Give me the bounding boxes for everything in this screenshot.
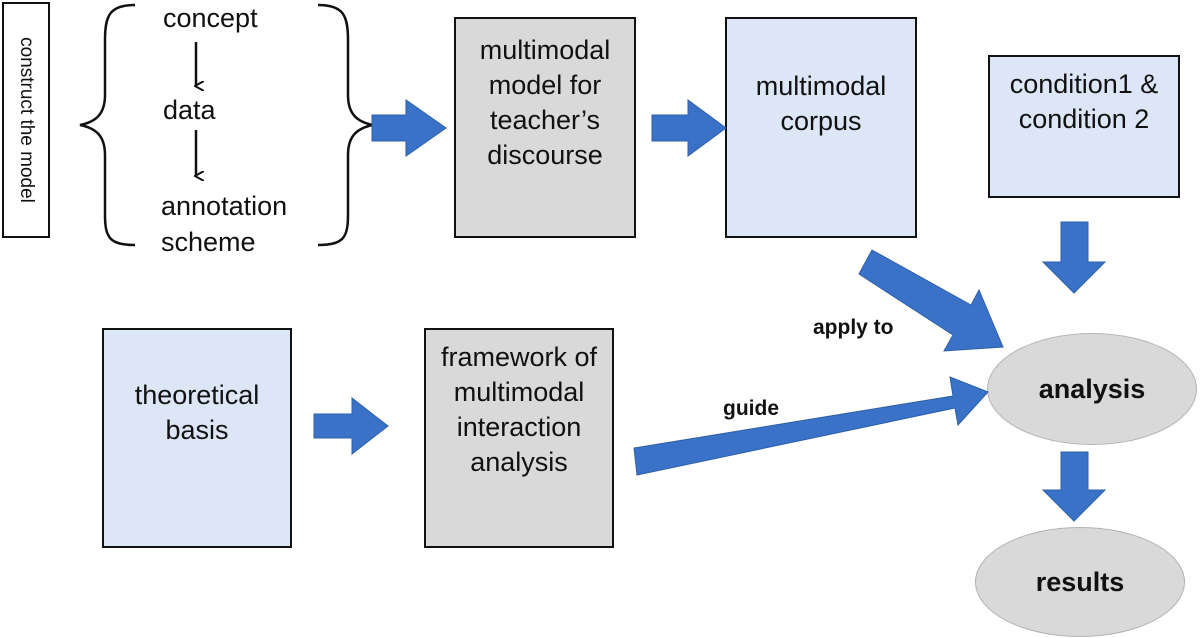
analysis-ellipse: analysis xyxy=(987,333,1197,445)
multimodal-corpus-text: multimodal corpus xyxy=(755,71,887,136)
apply-to-label: apply to xyxy=(813,316,894,339)
arrow-corpus-to-analysis xyxy=(858,249,1004,352)
guide-label: guide xyxy=(723,397,779,420)
analysis-text: analysis xyxy=(1038,373,1146,404)
step-annotation-scheme: annotation scheme xyxy=(161,191,288,257)
results-ellipse: results xyxy=(975,527,1185,637)
framework-box: framework of multimodal interaction anal… xyxy=(424,328,614,548)
arrow-basis-to-framework xyxy=(313,396,389,456)
conditions-text: condition1 & condition 2 xyxy=(1009,69,1159,134)
left-brace xyxy=(79,3,136,247)
arrow-braces-to-model xyxy=(371,99,447,157)
theoretical-basis-box: theoretical basis xyxy=(102,328,292,548)
step-data: data xyxy=(163,95,216,125)
multimodal-model-box: multimodal model for teacher’s discourse xyxy=(454,17,636,238)
results-text: results xyxy=(1035,566,1125,597)
construct-model-label-box: construct the model xyxy=(2,2,50,238)
theoretical-basis-text: theoretical basis xyxy=(134,380,260,445)
framework-text: framework of multimodal interaction anal… xyxy=(440,342,598,477)
arrow-framework-to-analysis xyxy=(633,376,989,476)
arrow-analysis-to-results xyxy=(1041,451,1107,522)
multimodal-model-text: multimodal model for teacher’s discourse xyxy=(479,35,611,170)
arrow-conditions-to-analysis xyxy=(1041,221,1107,294)
conditions-box: condition1 & condition 2 xyxy=(988,55,1180,198)
step-concept: concept xyxy=(163,3,258,33)
arrow-model-to-corpus xyxy=(651,99,727,157)
